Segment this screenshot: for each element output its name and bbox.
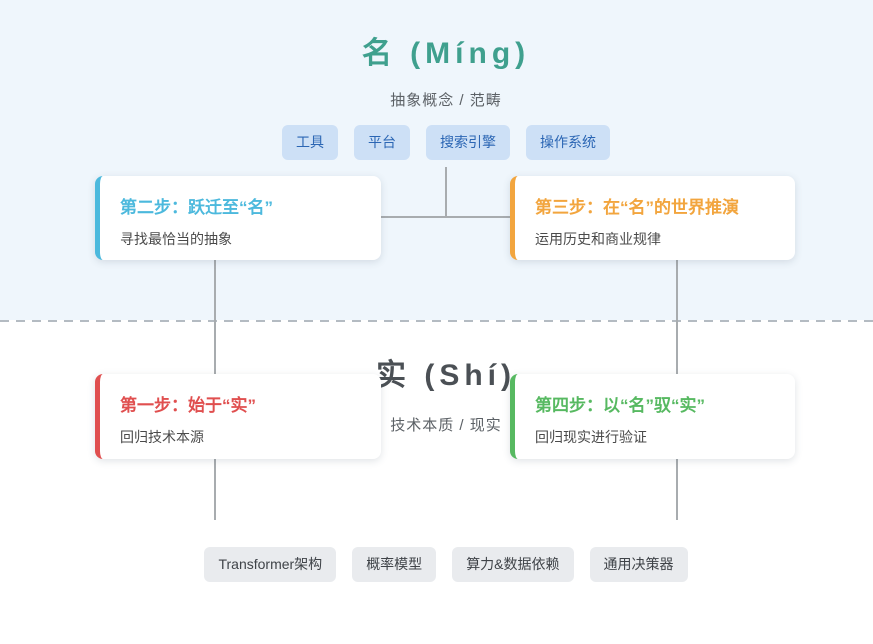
chip-compute-data-dependency: 算力&数据依赖 xyxy=(452,547,574,582)
card-step4-body: 回归现实进行验证 xyxy=(535,429,647,445)
card-step4: 第四步：以“名”驭“实” 回归现实进行验证 xyxy=(510,374,795,459)
card-step1: 第一步：始于“实” 回归技术本源 xyxy=(95,374,381,459)
connector-chips-to-hline xyxy=(445,167,447,218)
chip-platform: 平台 xyxy=(354,125,410,160)
card-step2-body: 寻找最恰当的抽象 xyxy=(120,231,232,247)
chip-tool: 工具 xyxy=(282,125,338,160)
card-step1-body: 回归技术本源 xyxy=(120,429,204,445)
connector-step2-to-step1 xyxy=(214,259,216,374)
chip-operating-system: 操作系统 xyxy=(526,125,610,160)
connector-step2-step3-hline xyxy=(380,216,510,218)
ming-section-background xyxy=(0,0,873,320)
card-step3-title: 第三步：在“名”的世界推演 xyxy=(535,198,739,217)
card-step2: 第二步：跃迁至“名” 寻找最恰当的抽象 xyxy=(95,176,381,260)
chip-probability-model: 概率模型 xyxy=(352,547,437,582)
connector-step3-to-step4 xyxy=(676,259,678,374)
chip-general-decision-maker: 通用决策器 xyxy=(589,547,688,582)
ming-section-title: 名 (Míng) xyxy=(361,37,531,70)
card-step2-title: 第二步：跃迁至“名” xyxy=(120,198,273,217)
shi-section-title: 实 (Shí) xyxy=(376,359,516,392)
chip-transformer-architecture: Transformer架构 xyxy=(204,547,337,582)
ming-shi-dashed-divider xyxy=(0,320,873,322)
card-step3: 第三步：在“名”的世界推演 运用历史和商业规律 xyxy=(510,176,795,260)
ming-section-subtitle: 抽象概念 / 范畴 xyxy=(390,92,502,109)
connector-step4-to-chips xyxy=(676,459,678,520)
connector-step1-to-chips xyxy=(214,459,216,520)
card-step1-title: 第一步：始于“实” xyxy=(120,396,256,415)
ming-chip-row: 工具 平台 搜索引擎 操作系统 xyxy=(96,125,796,160)
shi-section-subtitle: 技术本质 / 现实 xyxy=(390,417,502,434)
shi-chip-row: Transformer架构 概率模型 算力&数据依赖 通用决策器 xyxy=(96,547,796,582)
card-step4-title: 第四步：以“名”驭“实” xyxy=(535,396,705,415)
chip-search-engine: 搜索引擎 xyxy=(426,125,510,160)
card-step3-body: 运用历史和商业规律 xyxy=(535,231,661,247)
